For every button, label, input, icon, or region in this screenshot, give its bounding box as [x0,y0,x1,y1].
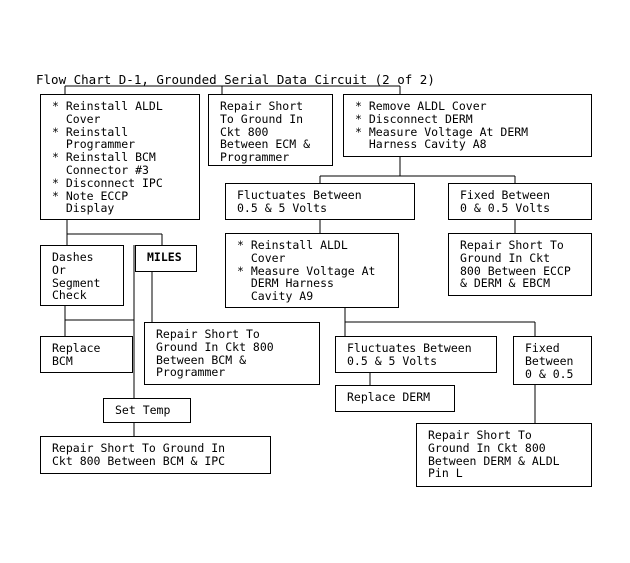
box-replace-derm: Replace DERM [335,385,455,412]
box-text-line: Ground In Ckt 800 [428,440,546,455]
box-text-line: 0 & 0.5 Volts [460,200,551,215]
box-text-line: Fixed [525,341,560,355]
box-text-line: Replace [52,341,101,355]
box-text-line: Cover [237,250,286,265]
box-text-line: Fluctuates Between [347,341,472,355]
box-text-line: BCM [52,353,73,368]
box-text-line: Repair Short To Ground In [52,441,226,455]
box-text-line: Between DERM & ALDL [428,453,560,468]
box-text-line: Between ECM & [220,137,311,152]
box-text-line: Repair Short To [156,327,260,341]
box-text-line: Check [52,288,87,303]
box-text-line: Cover [52,111,101,126]
box-text-line: 800 Between ECCP [460,263,571,278]
box-text-line: Between BCM & [156,352,247,367]
box-text-line: MILES [147,250,182,264]
box-text-line: Programmer [220,150,290,165]
box-text-line: Fixed Between [460,188,551,202]
box-text-line: * Disconnect IPC [52,175,163,190]
box-text-line: * Reinstall ALDL [237,238,348,252]
box-set-temp: Set Temp [103,398,191,423]
box-text-line: Replace DERM [347,390,431,404]
box-text-line: Harness Cavity A8 [355,137,487,152]
box-text-line: Ground In Ckt [460,250,551,265]
box-text-line: Ckt 800 Between BCM & IPC [52,453,226,468]
box-text-line: * Disconnect DERM [355,111,473,126]
box-remove-aldl: * Remove ALDL Cover* Disconnect DERM* Me… [343,94,592,157]
box-text-line: Repair Short [220,99,304,113]
box-text-line: * Reinstall ALDL [52,99,163,113]
box-text-line: * Measure Voltage At [237,263,376,278]
box-reinstall-measure: * Reinstall ALDL Cover* Measure Voltage … [225,233,399,308]
box-text-line: Programmer [156,365,226,380]
box-text-line: DERM Harness [237,276,334,291]
box-text-line: 0.5 & 5 Volts [347,353,438,368]
box-text-line: Dashes [52,250,94,264]
box-text-line: * Note ECCP [52,188,129,203]
box-text-line: Repair Short To [428,428,532,442]
box-text-line: Programmer [52,137,136,152]
box-text-line: Ground In Ckt 800 [156,339,274,354]
box-miles: MILES [135,245,197,272]
box-text-line: * Measure Voltage At DERM [355,124,529,139]
box-text-line: Repair Short To [460,238,564,252]
box-text-line: 0 & 0.5 [525,366,574,381]
box-text-line: Display [52,201,115,216]
box-text-line: * Reinstall BCM [52,150,156,165]
box-text-line: * Remove ALDL Cover [355,99,487,113]
box-text-line: Cavity A9 [237,289,314,304]
box-text-line: Or [52,262,66,277]
chart-title: Flow Chart D-1, Grounded Serial Data Cir… [36,72,435,87]
box-text-line: Between [525,353,574,368]
box-text-line: & DERM & EBCM [460,276,551,291]
box-text-line: Pin L [428,466,463,481]
box-text-line: Connector #3 [52,162,149,177]
box-text-line: 0.5 & 5 Volts [237,200,328,215]
box-text-line: * Reinstall [52,124,129,139]
box-text-line: Ckt 800 [220,124,269,139]
box-text-line: Set Temp [115,403,171,417]
box-text-line: Fluctuates Between [237,188,362,202]
box-text-line: To Ground In [220,111,304,126]
box-reinstall-aldl: * Reinstall ALDL Cover* Reinstall Progra… [40,94,200,220]
box-text-line: Segment [52,275,101,290]
